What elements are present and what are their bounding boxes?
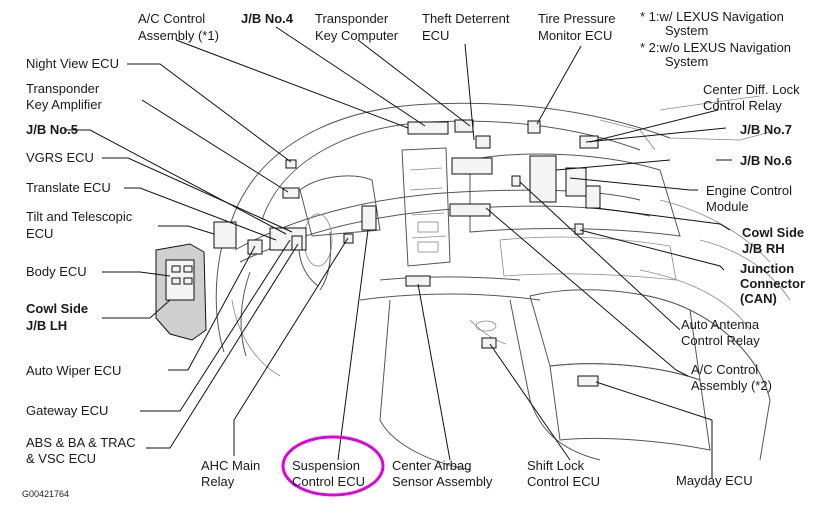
label-vgrs: VGRS ECU <box>26 150 94 165</box>
note-2: * 2:w/o LEXUS Navigation System <box>640 40 795 69</box>
label-transponder-amplifier: Transponder Key Amplifier <box>26 81 103 112</box>
leader-lines <box>64 26 732 478</box>
tilt-telescopic-part <box>213 221 237 249</box>
label-jb-no5: J/B No.5 <box>26 122 78 137</box>
label-shift-lock: Shift Lock Control ECU <box>527 458 600 489</box>
label-translate: Translate ECU <box>26 180 111 195</box>
label-ahc: AHC Main Relay <box>201 458 264 489</box>
label-cowl-lh: Cowl Side J/B LH <box>26 301 92 333</box>
component-parts <box>155 119 601 387</box>
engine-control-part <box>565 167 587 197</box>
label-tire-pressure: Tire Pressure Monitor ECU <box>538 11 619 43</box>
suspension-highlight-ring <box>281 435 385 497</box>
jb-no6-center-part <box>449 203 491 217</box>
label-theft-deterrent: Theft Deterrent ECU <box>422 11 513 43</box>
label-auto-wiper: Auto Wiper ECU <box>26 363 121 378</box>
label-mayday: Mayday ECU <box>676 473 753 488</box>
cowl-rh-part <box>585 185 601 209</box>
label-gateway: Gateway ECU <box>26 403 108 418</box>
abs-part <box>291 235 303 251</box>
label-jb-no6: J/B No.6 <box>740 153 792 168</box>
label-cowl-rh: Cowl Side J/B RH <box>742 225 808 256</box>
label-abs: ABS & BA & TRAC & VSC ECU <box>26 435 139 466</box>
label-auto-antenna: Auto Antenna Control Relay <box>681 317 763 348</box>
label-airbag: Center Airbag Sensor Assembly <box>392 458 493 489</box>
label-ac-control-2: A/C Control Assembly (*2) <box>691 362 772 393</box>
label-jb-no7: J/B No.7 <box>740 122 792 137</box>
shift-lock-part <box>481 337 497 349</box>
ahc-relay-part <box>343 233 354 244</box>
mayday-part <box>577 375 599 387</box>
label-body-ecu: Body ECU <box>26 264 87 279</box>
label-ac-control-1: A/C Control Assembly (*1) <box>138 11 219 43</box>
theft-deterrent-part <box>475 135 491 149</box>
ac-control-1-part <box>451 157 493 175</box>
vehicle-interior-outline <box>215 95 791 471</box>
figure-code: G00421764 <box>22 489 69 499</box>
label-engine-control: Engine Control Module <box>706 183 796 214</box>
label-center-diff: Center Diff. Lock Control Relay <box>703 82 803 113</box>
jb-no5-part <box>282 187 300 199</box>
junction-connector-part <box>574 223 584 235</box>
jb-no4-part <box>407 121 449 135</box>
label-night-view: Night View ECU <box>26 56 119 71</box>
note-1: * 1:w/ LEXUS Navigation System <box>640 9 787 38</box>
auto-antenna-part <box>511 175 521 187</box>
jb-no6-part <box>529 155 557 203</box>
label-tilt-telescopic: Tilt and Telescopic ECU <box>26 209 136 241</box>
label-jb-no4: J/B No.4 <box>241 11 294 26</box>
label-transponder-computer: Transponder Key Computer <box>315 11 399 43</box>
label-junction-connector: Junction Connector (CAN) <box>740 261 809 306</box>
labels: A/C Control Assembly (*1) J/B No.4 Trans… <box>22 9 809 499</box>
label-suspension: Suspension Control ECU <box>292 458 365 489</box>
night-view-part <box>285 159 297 169</box>
suspension-ecu-part <box>361 205 377 231</box>
